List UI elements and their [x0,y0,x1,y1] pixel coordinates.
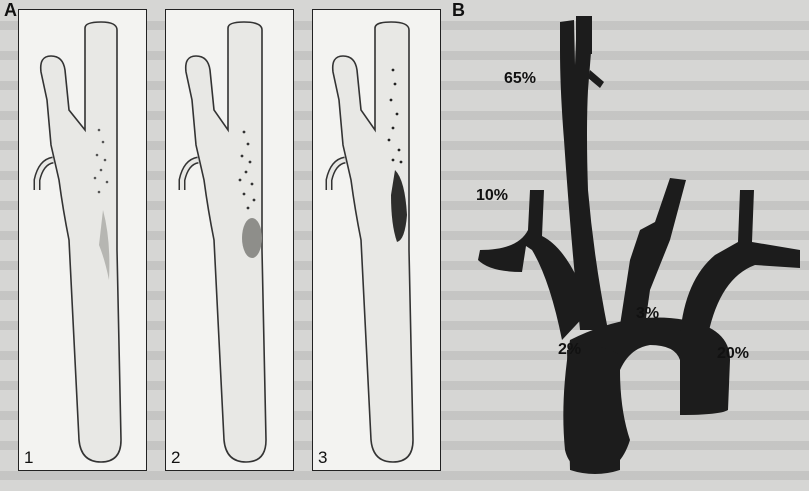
panel-a-label: A [4,0,17,21]
carotid-bifurcation-3 [313,10,439,469]
stage-3-panel: 3 [312,9,441,471]
stage-2-label: 2 [171,448,180,468]
carotid-bifurcation-2 [166,10,292,469]
stage-3-label: 3 [318,448,327,468]
carotid-bifurcation-1 [19,10,145,469]
percent-label-10: 10% [476,187,508,205]
stage-2-panel: 2 [165,9,294,471]
percent-label-65: 65% [504,70,536,88]
percent-label-20: 20% [717,345,749,363]
percent-label-3: 3% [636,305,659,323]
percent-label-2: 2% [558,341,581,359]
panel-b-label: B [452,0,465,21]
stage-1-label: 1 [24,448,33,468]
stage-1-panel: 1 [18,9,147,471]
